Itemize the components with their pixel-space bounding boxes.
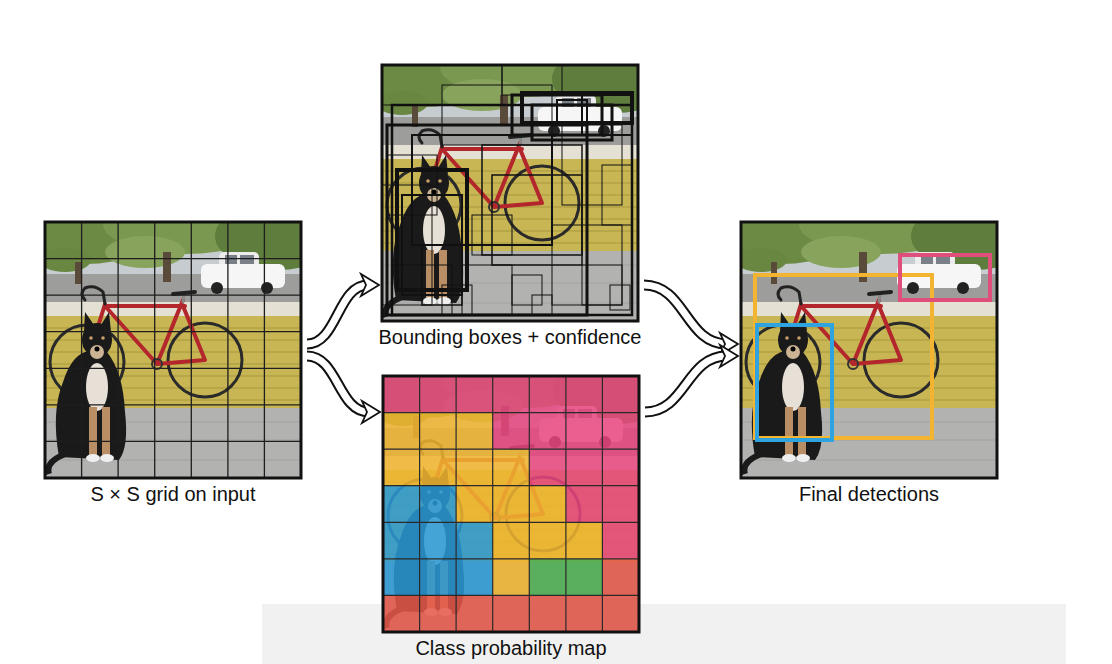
panel-frame	[382, 65, 638, 321]
class-cell	[493, 559, 530, 596]
class-cells	[383, 376, 639, 632]
anchor-box	[552, 225, 622, 305]
car-detection	[900, 255, 990, 300]
hollow-arrow	[307, 274, 379, 344]
anchor-box	[582, 95, 632, 135]
anchor-box	[602, 165, 632, 225]
grid-lines	[383, 376, 639, 632]
class-cell	[383, 413, 493, 450]
diagram-panel: S × S grid on input	[45, 222, 301, 505]
arrow-head	[361, 274, 379, 296]
anchor-box	[382, 65, 502, 105]
anchor-boxes	[382, 65, 632, 315]
anchor-box	[492, 175, 582, 265]
anchor-box	[387, 155, 437, 215]
boxes-panel	[350, 37, 676, 321]
panel-caption: S × S grid on input	[90, 483, 255, 505]
hollow-arrow	[644, 285, 738, 355]
arrow-fill	[307, 285, 368, 344]
panel-border	[382, 65, 638, 321]
panel-caption: Final detections	[799, 483, 939, 505]
anchor-box	[562, 125, 622, 205]
arrow-head	[720, 345, 738, 367]
grid-lines	[45, 222, 301, 478]
arrow-head	[362, 401, 380, 423]
class-cell	[602, 559, 639, 596]
class-cell	[383, 559, 493, 596]
diagram-panel: Class probability map	[383, 376, 639, 659]
anchor-box	[502, 65, 562, 95]
arrow-outline	[644, 285, 727, 344]
anchor-box	[442, 85, 552, 145]
panel-border	[383, 376, 639, 632]
anchor-box	[522, 93, 632, 123]
photo	[351, 348, 677, 632]
anchor-box	[512, 275, 542, 305]
hollow-arrow	[645, 345, 738, 412]
anchor-box	[462, 265, 512, 315]
anchor-box	[442, 285, 472, 315]
anchor-box	[472, 215, 512, 255]
class-cell	[383, 595, 639, 632]
hollow-arrow	[307, 356, 380, 423]
arrow-fill	[644, 285, 727, 344]
arrow-outline	[307, 285, 368, 344]
class-cell	[383, 522, 493, 559]
anchor-box	[610, 285, 630, 310]
arrow-outline	[307, 356, 369, 412]
panel-caption: Bounding boxes + confidence	[379, 326, 642, 348]
photo	[709, 194, 1035, 478]
panel-frame	[741, 222, 997, 478]
anchor-box	[482, 145, 582, 255]
class-cell	[493, 522, 603, 559]
class-cell	[529, 449, 639, 486]
input-panel	[13, 194, 339, 478]
panel-frame	[45, 222, 301, 478]
arrow-outline	[645, 356, 727, 412]
class-cell	[602, 522, 639, 559]
panel-frame	[383, 376, 639, 632]
arrow-fill	[645, 356, 727, 412]
panel-border	[741, 222, 997, 478]
diagram-panel: Final detections	[741, 222, 997, 505]
class-map-panel	[351, 348, 677, 632]
detections-panel	[709, 194, 1035, 478]
dog-detection	[757, 325, 832, 440]
arrow-fill	[307, 356, 369, 412]
photo	[13, 194, 339, 478]
panel-caption: Class probability map	[415, 637, 606, 659]
class-cell	[456, 486, 566, 523]
diagram-panel: Bounding boxes + confidence	[382, 65, 638, 348]
anchor-box	[512, 95, 602, 135]
anchor-box	[387, 125, 587, 315]
photo	[350, 37, 676, 321]
anchor-box	[532, 295, 552, 315]
panel-border	[45, 222, 301, 478]
class-cell	[383, 376, 639, 413]
